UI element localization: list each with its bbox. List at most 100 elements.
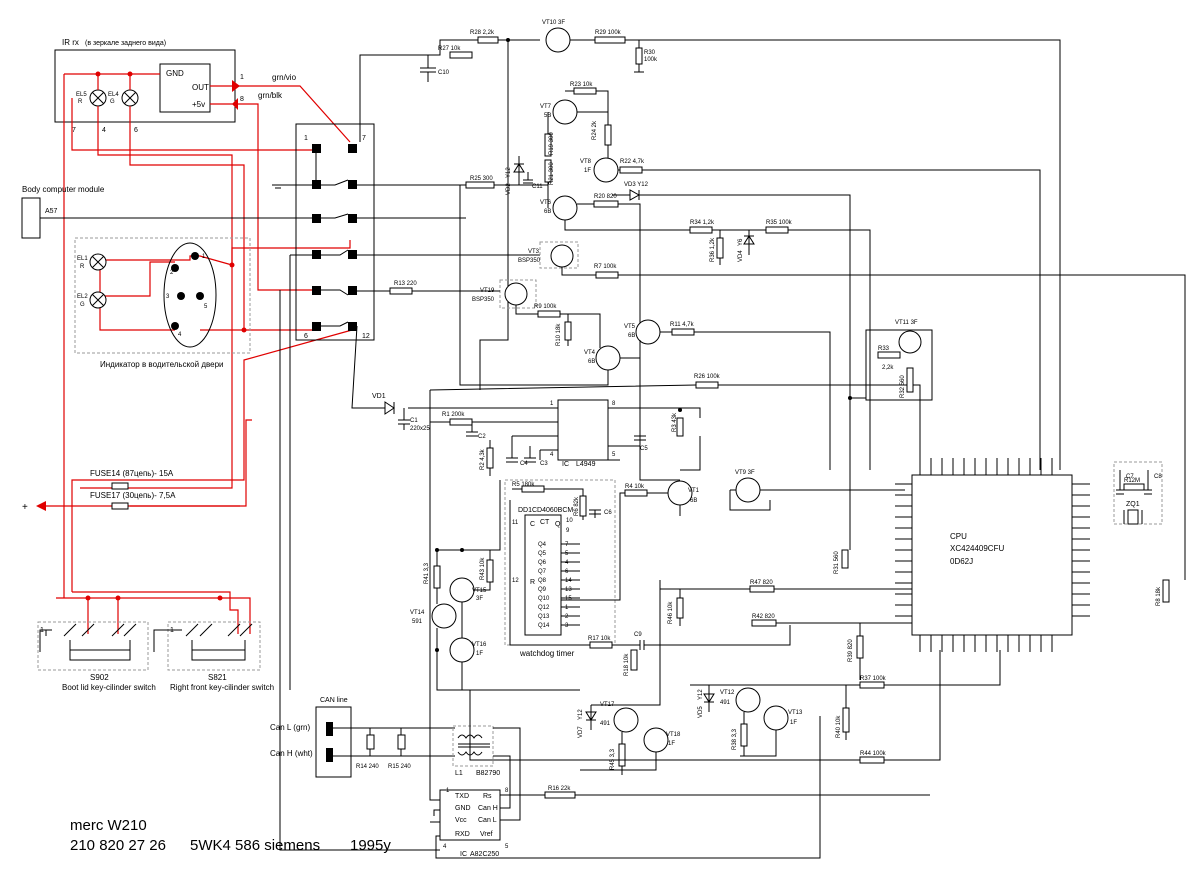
vt18-label: VT18: [666, 732, 681, 738]
pin-4: 4: [178, 332, 182, 338]
l1-label: L1: [455, 770, 463, 777]
r23-label: R23 10k: [570, 82, 593, 88]
ir-title: IR rx: [62, 38, 79, 47]
counter-r: R: [530, 579, 535, 586]
body-computer-module: Body computer module A57: [21, 185, 316, 239]
s821-desc: Right front key-cilinder switch: [170, 683, 274, 692]
vt1-label: VT1: [688, 488, 700, 494]
vd3-label: VD3 Y12: [624, 182, 649, 188]
counter-output-q: Q4: [538, 542, 547, 548]
counter-output-pin: 14: [565, 578, 572, 584]
tr-name: A82C250: [470, 851, 499, 858]
vt13-value: 1F: [790, 720, 797, 726]
r43-label: R43 10k: [480, 557, 486, 580]
pin-3: 3: [166, 294, 170, 300]
r27-label: R27 10k: [438, 46, 461, 52]
zq1-label: ZQ1: [1126, 501, 1140, 508]
footer-line1: merc W210: [70, 817, 147, 834]
counter-output-pin: 13: [565, 587, 572, 593]
tr-ic: IC: [460, 851, 467, 858]
tr-vref: Vref: [480, 831, 493, 838]
cpu-pin-stubs: [895, 458, 1090, 652]
timer-ic-label: IC: [562, 461, 569, 468]
r33-label: R33: [878, 346, 890, 352]
r31-label: R31 560: [834, 551, 840, 574]
r41-label: R41 3,3: [424, 562, 430, 584]
vt9-label: VT9 3F: [735, 470, 755, 476]
tr-vcc: Vcc: [455, 817, 467, 824]
ir-pin6: 6: [134, 127, 138, 134]
cpu-line3: 0D62J: [950, 557, 973, 566]
vt15-label: VT15: [472, 588, 487, 594]
ir-pin-vcc: 8: [240, 96, 244, 103]
vd2-type: Y12: [506, 167, 512, 178]
body-module-label: Body computer module: [22, 185, 105, 194]
wire-out-label: grn/vio: [272, 73, 297, 82]
ir-out-label: OUT: [192, 83, 209, 92]
counter-output-q: Q6: [538, 560, 547, 566]
vt12-value: 491: [720, 700, 731, 706]
counter-output-pin: 3: [565, 623, 569, 629]
c9-label: C9: [634, 632, 642, 638]
r5-label: R5 180k: [512, 482, 535, 488]
r17-label: R17 10k: [588, 636, 611, 642]
vt5-value: 6B: [628, 333, 635, 339]
el5-color: R: [78, 99, 83, 105]
vd4-type: Y6: [738, 238, 744, 246]
vd2-label: VD2: [506, 183, 512, 195]
vt1-vt9: VT1 6B VT9 3F: [667, 470, 905, 516]
c1-label: C1: [410, 418, 418, 424]
c6-label: C6: [604, 510, 612, 516]
footer-part-no: 210 820 27 26: [70, 837, 166, 854]
c5-label: C5: [640, 446, 648, 452]
door-indicator: EL1 R EL2 G 1 2 3 4 5 Индикатор в водите…: [74, 237, 251, 369]
r3-label: R3 43k: [672, 412, 678, 432]
conn-pin12: 12: [362, 333, 370, 340]
vt7-label: VT7: [540, 104, 552, 110]
vt17-value: 491: [600, 721, 611, 727]
r30-value: 100k: [644, 57, 658, 63]
vt10-label: VT10 3F: [542, 20, 565, 26]
conn-pin7: 7: [362, 135, 366, 142]
vt4-value: 6B: [588, 359, 595, 365]
vd5-label: VD5: [698, 706, 704, 718]
vt4-label: VT4: [584, 350, 596, 356]
counter-c: C: [530, 521, 535, 528]
counter-output-pin: 4: [565, 560, 569, 566]
c7-label: C7: [1126, 474, 1134, 480]
r35-label: R35 100k: [766, 220, 793, 226]
plus-label: +: [22, 502, 28, 513]
vt3-value: BSP350: [518, 258, 541, 264]
vt18-value: 1F: [668, 741, 675, 747]
ir-subtitle: (в зеркале заднего вида): [85, 40, 166, 47]
counter-pin11: 11: [512, 520, 519, 526]
r7-label: R7 100k: [594, 264, 617, 270]
door-indicator-label: Индикатор в водительской двери: [100, 360, 224, 369]
counter-output-q: Q5: [538, 551, 547, 557]
tr-pin5: 5: [505, 844, 509, 850]
r14-label: R14 240: [356, 764, 379, 770]
r46-label: R46 10k: [668, 601, 674, 624]
ir-pin7: 7: [72, 127, 76, 134]
conn-pin1: 1: [304, 135, 308, 142]
s821-label: S821: [208, 673, 227, 682]
counter-label: watchdog timer: [519, 649, 575, 658]
vd7-label: VD7: [578, 726, 584, 738]
r22-label: R22 4,7k: [620, 159, 645, 165]
timer-p4: 4: [550, 452, 554, 458]
r42-label: R42 820: [752, 614, 775, 620]
s902-desc: Boot lid key-cilinder switch: [62, 683, 156, 692]
vt6-label: VT6: [540, 200, 552, 206]
fuse17-label: FUSE17 (30цепь)- 7,5A: [90, 491, 176, 500]
timer-p5: 5: [612, 452, 616, 458]
vd1-label: VD1: [372, 393, 386, 400]
r47-label: R47 820: [750, 580, 773, 586]
r2-label: R2 4,3k: [480, 448, 486, 470]
counter-output-q: Q8: [538, 578, 547, 584]
counter-output-pin: 1: [565, 605, 569, 611]
vt12-label: VT12: [720, 690, 735, 696]
counter-output-pin: 6: [565, 569, 569, 575]
vt13-label: VT13: [788, 710, 803, 716]
pin-2: 2: [170, 270, 174, 276]
